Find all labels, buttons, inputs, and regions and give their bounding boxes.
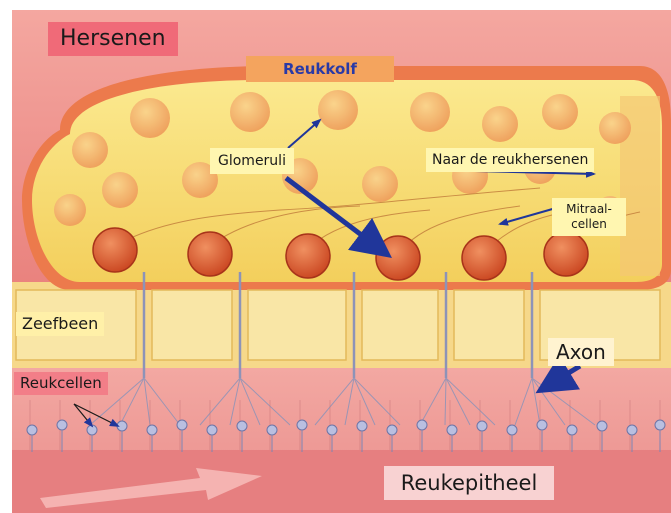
- label-zeefbeen: Zeefbeen: [16, 312, 104, 336]
- label-reukkolf: Reukkolf: [246, 56, 394, 82]
- epithelium-lower-band: [12, 450, 671, 513]
- label-naar-de-reukhersenen: Naar de reukhersenen: [426, 148, 594, 172]
- label-reukcellen: Reukcellen: [14, 372, 108, 395]
- label-hersenen: Hersenen: [48, 22, 178, 56]
- label-reukepitheel: Reukepitheel: [384, 466, 554, 500]
- label-mitraalcellen: Mitraal- cellen: [552, 198, 626, 236]
- label-axon: Axon: [548, 338, 614, 366]
- label-glomeruli: Glomeruli: [210, 148, 294, 174]
